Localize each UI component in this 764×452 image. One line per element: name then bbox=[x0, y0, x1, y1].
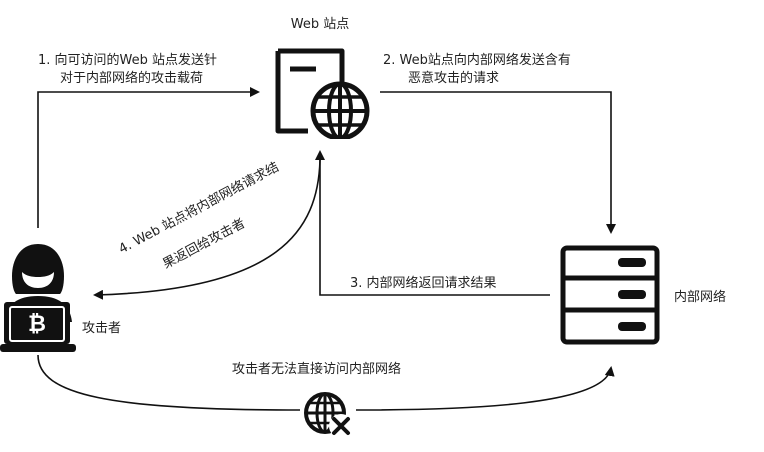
step3-label: 3. 内部网络返回请求结果 bbox=[350, 276, 497, 291]
arrow-direct-tail bbox=[355, 366, 615, 411]
step2-label-line1: 2. Web站点向内部网络发送含有 bbox=[383, 53, 571, 68]
arrow-step2 bbox=[380, 91, 616, 234]
step1-label-line1: 1. 向可访问的Web 站点发送针 bbox=[38, 53, 218, 68]
attacker-label: 攻击者 bbox=[82, 321, 122, 336]
arrow-step1 bbox=[37, 87, 260, 228]
hacker-laptop-icon: ₿ bbox=[0, 242, 76, 354]
svg-text:₿: ₿ bbox=[28, 312, 46, 337]
web-site-label: Web 站点 bbox=[290, 17, 350, 32]
direct-access-label: 攻击者无法直接访问内部网络 bbox=[232, 362, 402, 377]
internal-network-label: 内部网络 bbox=[674, 290, 727, 305]
website-globe-icon bbox=[270, 47, 370, 141]
globe-blocked-icon bbox=[301, 390, 357, 442]
step1-label-line2: 对于内部网络的攻击载荷 bbox=[60, 71, 204, 86]
arrow-step4 bbox=[93, 159, 321, 300]
arrow-step3 bbox=[315, 150, 550, 296]
arrow-direct bbox=[37, 354, 301, 411]
step2-label-line2: 恶意攻击的请求 bbox=[408, 71, 500, 86]
server-icon bbox=[560, 245, 660, 345]
